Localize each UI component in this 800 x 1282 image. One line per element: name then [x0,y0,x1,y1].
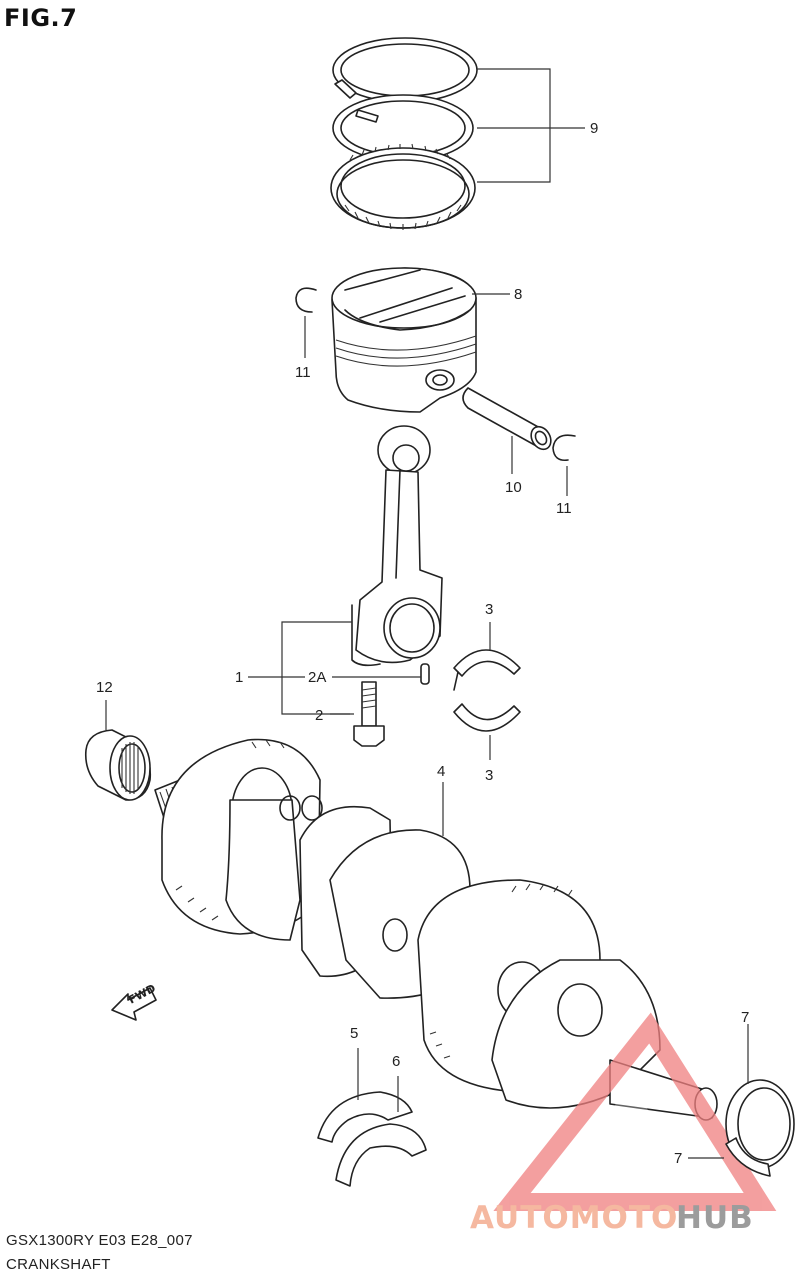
conrod-bolt[interactable] [353,681,385,747]
callout-7-bottom: 7 [674,1150,682,1167]
conrod-bearings[interactable] [453,622,521,760]
callout-9: 9 [590,120,598,137]
bearing-12[interactable] [84,700,152,801]
callout-2a: 2A [308,669,326,686]
thrust-bearings[interactable] [317,1048,427,1187]
fwd-arrow: FWD [111,982,158,1021]
callout-8: 8 [514,286,522,303]
section-name: CRANKSHAFT [6,1256,111,1273]
piston[interactable] [331,267,510,413]
callout-12: 12 [96,679,113,696]
callout-11-right: 11 [556,500,572,517]
callout-11-left: 11 [295,364,311,381]
callout-3-bottom: 3 [485,767,493,784]
piston-pin[interactable] [462,387,555,474]
callout-5: 5 [350,1025,358,1042]
callout-10: 10 [505,479,522,496]
main-bearing-7[interactable] [688,1024,795,1177]
piston-rings[interactable] [330,37,585,230]
circlip-right[interactable] [552,434,576,496]
watermark-triangle-logo [493,1012,777,1211]
figure-title: FIG.7 [4,4,78,32]
callout-6: 6 [392,1053,400,1070]
watermark-text: AUTOMOTO HUB [470,1200,754,1236]
model-code: GSX1300RY E03 E28_007 [6,1232,193,1249]
callout-3-top: 3 [485,601,493,618]
callout-4: 4 [437,763,445,780]
callout-1: 1 [235,669,243,686]
connecting-rod[interactable] [248,425,443,715]
circlip-left[interactable] [295,287,317,358]
callout-2: 2 [315,707,323,724]
watermark-part2: HUB [676,1200,754,1236]
watermark-part1: AUTOMOTO [470,1200,678,1236]
callout-7-top: 7 [741,1009,749,1026]
